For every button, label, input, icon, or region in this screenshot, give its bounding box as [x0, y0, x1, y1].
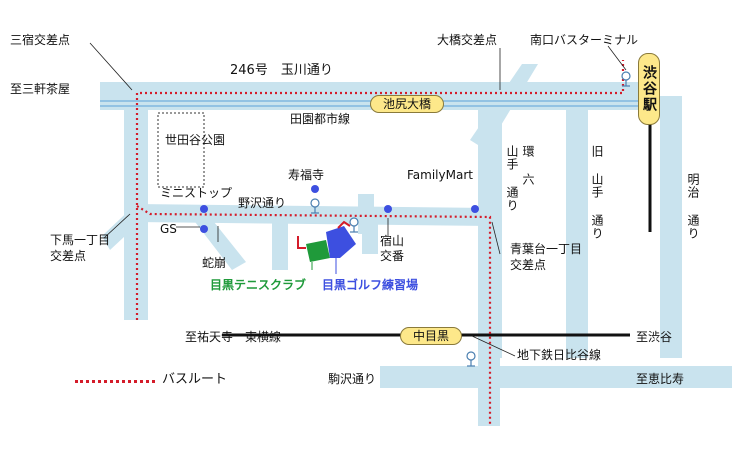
label-tennis: 目黒テニスクラブ — [210, 278, 307, 292]
label-kanroku: 環 六 — [521, 145, 535, 186]
road-komazawa — [380, 366, 732, 388]
road-lower-stub — [478, 356, 500, 426]
road-network — [100, 64, 732, 426]
label-route246: 246号 玉川通り — [230, 63, 333, 78]
station-ikejiri: 池尻大橋 — [370, 95, 445, 113]
road-stub-1 — [272, 222, 288, 270]
label-hibiya: 地下鉄日比谷線 — [517, 348, 602, 362]
label-park: 世田谷公園 — [165, 133, 226, 147]
label-to-shibuya: 至渋谷 — [636, 330, 673, 344]
road-nozawa — [136, 204, 490, 226]
label-jakuzure: 蛇崩 — [202, 256, 227, 270]
label-gs: GS — [160, 222, 177, 236]
label-komazawa: 駒沢通り — [328, 372, 377, 386]
tennis-club-block — [306, 240, 330, 262]
label-ministop: ミニストップ — [160, 186, 233, 200]
entrance-arrow — [297, 236, 306, 249]
label-aobadai: 青葉台一丁目 交差点 — [510, 242, 583, 272]
label-kyuyamate: 旧 山手 通り — [590, 145, 604, 240]
label-shimouma: 下馬一丁目 交差点 — [50, 233, 111, 263]
legend-bus-label: バスルート — [162, 372, 228, 387]
road-stub-3 — [362, 224, 378, 254]
road-meiji — [660, 96, 682, 358]
label-sanjuku: 三宿交差点 — [10, 33, 71, 47]
road-shimouma-diagonal — [102, 204, 140, 250]
leader-lines — [89, 42, 627, 357]
label-denentoshi: 田園都市線 — [290, 112, 351, 126]
label-busterminal: 南口バスターミナル — [530, 33, 639, 47]
label-yamate: 山手 通り — [505, 145, 519, 212]
road-kyuyamate — [566, 96, 588, 358]
label-toyoko: 至祐天寺 東横線 — [185, 330, 282, 344]
pin-icons — [310, 71, 631, 367]
label-golf: 目黒ゴルフ練習場 — [322, 278, 419, 292]
label-nozawa: 野沢通り — [238, 196, 287, 210]
golf-range-block — [326, 226, 356, 258]
label-to-sangenjaya: 至三軒茶屋 — [10, 82, 71, 96]
station-shibuya: 渋谷駅 — [638, 53, 660, 125]
label-jufukuji: 寿福寺 — [288, 168, 325, 182]
road-ohashi-diagonal — [470, 64, 538, 150]
bus-route — [135, 60, 625, 320]
park-outline — [157, 112, 205, 188]
station-nakameguro: 中目黒 — [400, 327, 463, 345]
label-to-ebisu: 至恵比寿 — [636, 372, 685, 386]
legend-bus-line — [75, 380, 155, 383]
label-ohashi: 大橋交差点 — [437, 33, 498, 47]
landmark-dots — [200, 185, 479, 233]
label-shukuyama: 宿山 交番 — [380, 234, 405, 263]
label-meiji: 明治 通り — [686, 173, 700, 240]
label-familymart: FamilyMart — [407, 168, 473, 182]
